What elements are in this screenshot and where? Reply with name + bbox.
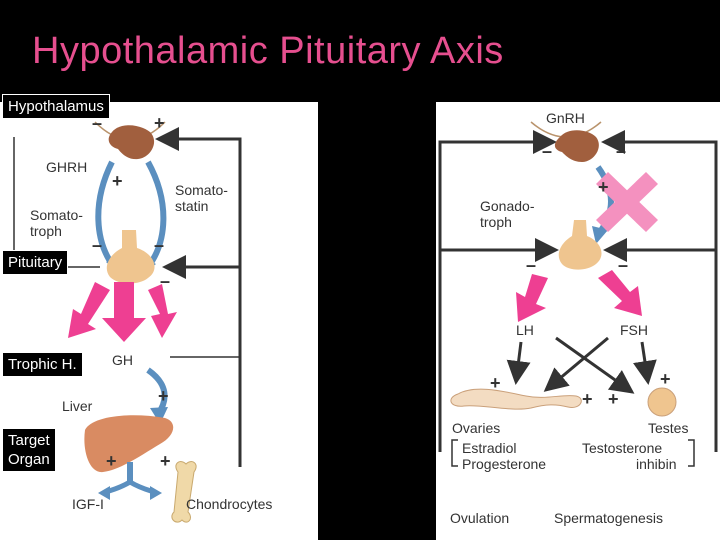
sign-minus: – [616, 141, 627, 161]
sign-minus: – [526, 255, 537, 275]
chondrocytes-label: Chondrocytes [186, 496, 273, 512]
left-panel: GHRH Somato- troph Somato- statin GH Liv… [0, 102, 318, 540]
liver [84, 415, 174, 473]
somatotroph-label: Somato- troph [30, 207, 83, 239]
estradiol-label: Estradiol [462, 440, 517, 456]
sign-plus: + [660, 369, 671, 389]
hypothalamus-neuron [108, 125, 155, 160]
pituitary-label: Pituitary [2, 250, 69, 275]
testes-label: Testes [648, 420, 689, 436]
somatostatin-label: Somato- statin [175, 182, 228, 214]
gnrh-label: GnRH [546, 110, 585, 126]
progesterone-label: Progesterone [462, 456, 547, 472]
ovaries [450, 388, 582, 410]
testes [647, 387, 677, 417]
somatostatin-arrow [145, 160, 167, 269]
sign-minus: – [618, 255, 629, 275]
sign-minus: – [92, 235, 103, 255]
sign-minus: – [154, 235, 165, 255]
liver-label: Liver [62, 398, 93, 414]
sign-plus: + [112, 171, 123, 191]
sign-plus: + [106, 451, 117, 471]
testosterone-label: Testosterone [582, 440, 663, 456]
pituitary-gland-right [558, 220, 602, 270]
gh-label: GH [112, 352, 133, 368]
pituitary-gland [106, 230, 155, 284]
target-organ-label: Target Organ [2, 428, 56, 472]
right-diagram [438, 121, 718, 467]
slide-title: Hypothalamic Pituitary Axis [32, 30, 504, 72]
igf-label: IGF-I [72, 496, 104, 512]
pink-arrow-left [68, 282, 110, 338]
sign-minus: – [92, 113, 103, 133]
ghrh-label: GHRH [46, 159, 88, 175]
pink-arrow-fsh [598, 270, 642, 316]
bone [171, 461, 197, 523]
left-diagram [13, 121, 242, 523]
sign-plus: + [154, 113, 165, 133]
hypothalamus-label: Hypothalamus [2, 94, 110, 119]
sign-minus: – [160, 271, 171, 291]
sign-plus: + [582, 389, 593, 409]
sign-plus: + [608, 389, 619, 409]
ovulation-label: Ovulation [450, 510, 510, 526]
sign-plus: + [160, 451, 171, 471]
lh-label: LH [516, 322, 534, 338]
gonadotroph-label: Gonado- troph [480, 198, 535, 230]
ghrh-arrow [95, 160, 117, 269]
pink-arrow-center [102, 282, 146, 342]
sign-plus: + [490, 373, 501, 393]
fsh-label: FSH [620, 322, 648, 338]
ovaries-label: Ovaries [452, 420, 501, 436]
sign-plus: + [598, 177, 609, 197]
spermatogenesis-label: Spermatogenesis [554, 510, 663, 526]
right-panel: GnRH Gonado- troph LH FSH Ovaries Testes… [436, 102, 720, 540]
inhibin-label: inhibin [636, 456, 677, 472]
pink-arrow-lh [516, 274, 548, 322]
sign-plus: + [158, 386, 169, 406]
sign-minus: – [542, 141, 553, 161]
gnrh-neuron [554, 130, 599, 162]
trophic-hormone-label: Trophic H. [2, 352, 83, 377]
pink-arrow-right [148, 284, 177, 338]
